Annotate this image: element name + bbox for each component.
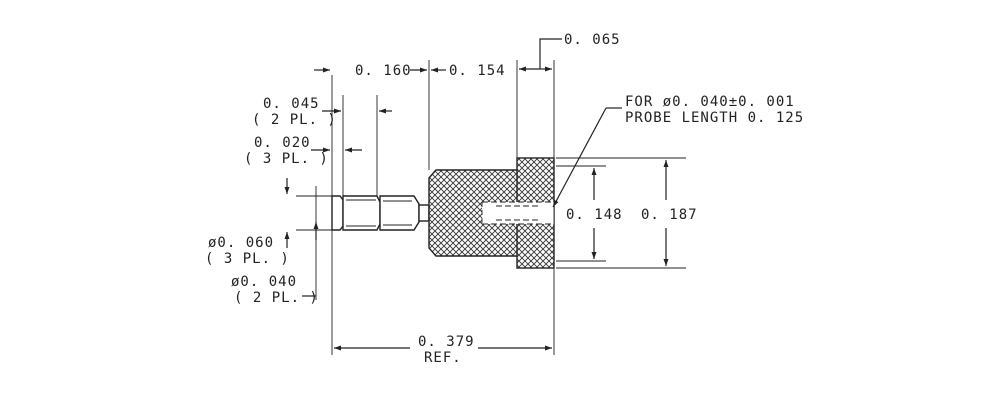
- dim-148: 0. 148: [566, 207, 623, 223]
- dim-045: 0. 045: [263, 96, 320, 112]
- part-body: [331, 157, 555, 269]
- dim-187: 0. 187: [641, 207, 698, 223]
- dim-dia-060-note: ( 3 PL. ): [205, 251, 290, 267]
- dim-065: 0. 065: [564, 32, 621, 48]
- extension-lines: [296, 60, 686, 355]
- dim-045-note: ( 2 PL. ): [252, 112, 337, 128]
- dim-dia-040: ø0. 040: [231, 274, 297, 290]
- dim-dia-060: ø0. 060: [208, 235, 274, 251]
- pin-band-2: [379, 195, 420, 231]
- dim-160: 0. 160: [355, 63, 412, 79]
- neck: [418, 204, 430, 222]
- note-line-2: PROBE LENGTH 0. 125: [625, 110, 804, 126]
- dim-020: 0. 020: [254, 135, 311, 151]
- tail-pin: [331, 195, 344, 231]
- probe-bore-hidden: [481, 201, 554, 225]
- pin-band-1: [342, 195, 381, 231]
- dim-379-note: REF.: [424, 350, 462, 366]
- note-line-1: FOR ø0. 040±0. 001: [625, 94, 795, 110]
- dim-154: 0. 154: [449, 63, 506, 79]
- dim-379: 0. 379: [418, 334, 475, 350]
- dimension-lines: [284, 38, 669, 351]
- dimension-labels: 0. 065 0. 160 0. 154 0. 045 ( 2 PL. ) 0.…: [205, 32, 804, 366]
- dim-dia-040-note: ( 2 PL. ): [234, 290, 319, 306]
- dim-020-note: ( 3 PL. ): [244, 151, 329, 167]
